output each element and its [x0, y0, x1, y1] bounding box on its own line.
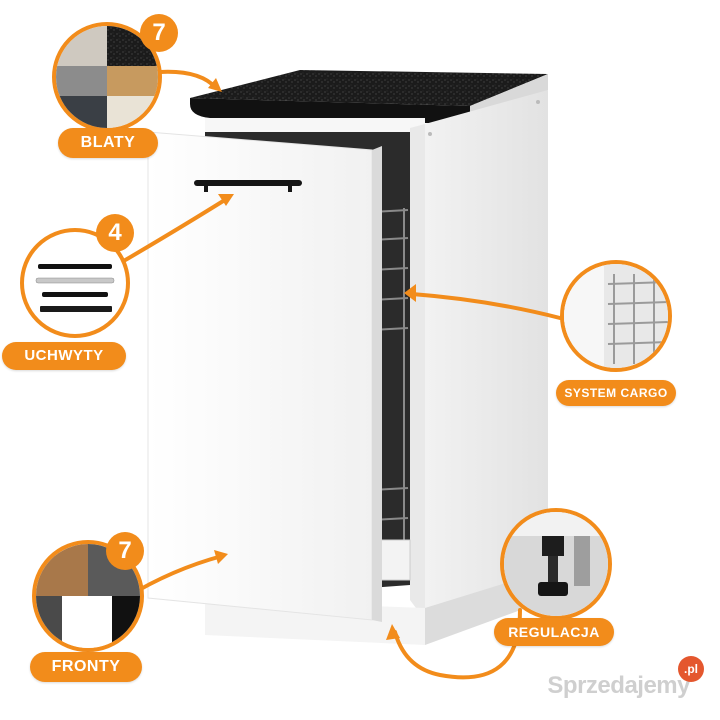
arrow-blaty — [158, 69, 218, 90]
arrow-uchwyty — [120, 196, 230, 264]
cargo-detail — [564, 264, 668, 368]
blaty-label: BLATY — [58, 128, 158, 158]
handle-options — [35, 264, 115, 312]
cabinet-frame — [205, 118, 425, 132]
adjustable-leg-detail — [504, 512, 608, 616]
countertop-top — [190, 70, 548, 106]
door-handle — [194, 180, 302, 186]
watermark-text: Sprzedajemy — [547, 672, 690, 699]
countertop-edge — [190, 98, 470, 124]
watermark-logo: .pl — [678, 656, 704, 682]
cabinet-door-edge — [372, 146, 382, 622]
uchwyty-label: UCHWYTY — [2, 342, 126, 370]
system-cargo-circle — [560, 260, 672, 372]
cabinet-door — [147, 131, 373, 621]
regulacja-label: REGULACJA — [494, 618, 614, 646]
regulacja-circle — [500, 508, 612, 620]
cabinet-side — [425, 90, 548, 620]
fronty-label: FRONTY — [30, 652, 142, 682]
blaty-count-badge: 7 — [140, 14, 178, 52]
cabinet-right-wall — [410, 124, 425, 620]
uchwyty-count-badge: 4 — [96, 214, 134, 252]
fronty-count-badge: 7 — [106, 532, 144, 570]
arrow-system-cargo — [410, 292, 562, 320]
system-cargo-label: SYSTEM CARGO — [556, 380, 676, 406]
